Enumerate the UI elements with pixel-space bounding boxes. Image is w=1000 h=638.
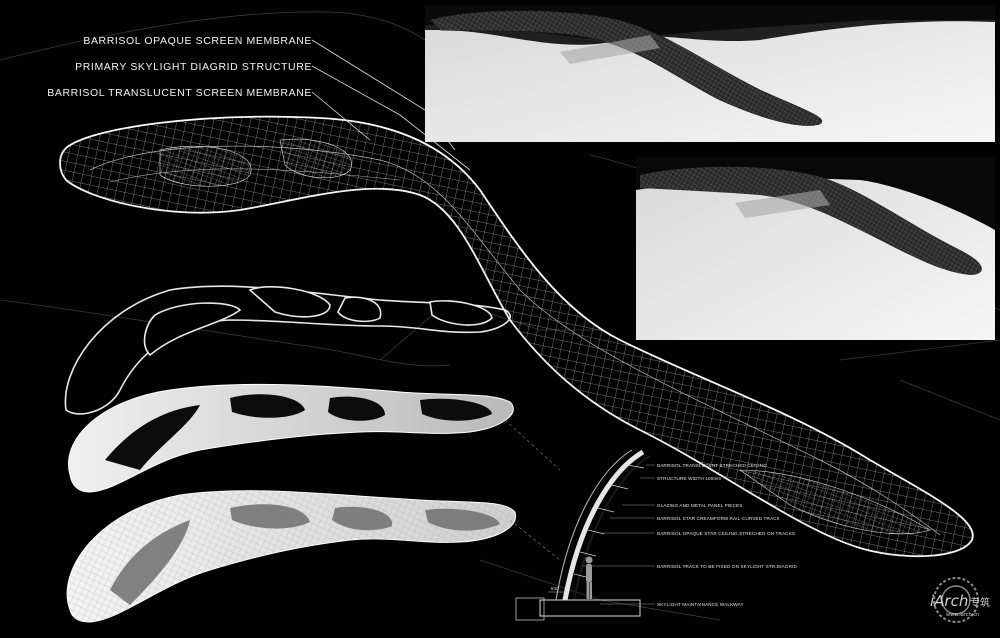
model-photo-top — [425, 5, 995, 142]
section-detail: BARRISOL TRANSLUCENT STRECHED CEILING ST… — [515, 449, 798, 621]
section-label-opaque-ceiling: BARRISOL OPAQUE STAR CEILING STRECHED ON… — [657, 531, 795, 536]
section-label-curved-track: BARRISOL STAR CREAMFORM RAIL-CURVED TRAC… — [657, 516, 781, 521]
watermark-brand: iArch — [930, 592, 968, 610]
watermark-logo: iArch 专筑 www.iarch.cn — [930, 577, 990, 623]
model-photo-middle — [636, 157, 995, 340]
label-diagrid-structure: PRIMARY SKYLIGHT DIAGRID STRUCTURE — [75, 61, 312, 73]
label-opaque-membrane: BARRISOL OPAQUE SCREEN MEMBRANE — [83, 35, 312, 47]
section-label-translucent-ceiling: BARRISOL TRANSLUCENT STRECHED CEILING — [657, 463, 767, 468]
label-translucent-membrane: BARRISOL TRANSLUCENT SCREEN MEMBRANE — [47, 87, 312, 99]
watermark-url: www.iarch.cn — [946, 612, 979, 618]
section-label-walkway: SKYLIGHT MAINTAINANCE WALKWAY — [657, 602, 744, 607]
section-label-track-fixing: BARRISOL TRACK TO BE FIXED ON SKYLIGHT S… — [657, 564, 798, 569]
skylight-wireframe — [59, 115, 974, 558]
exploded-layer-middle — [68, 383, 514, 493]
main-labels: BARRISOL OPAQUE SCREEN MEMBRANE PRIMARY … — [47, 35, 312, 99]
human-figure — [585, 556, 593, 599]
section-label-glazing: GLAZING AND METAL PANEL PIECES — [657, 503, 742, 508]
watermark-cn: 专筑 — [970, 596, 990, 609]
section-dimension: 810 — [551, 586, 559, 591]
exploded-layer-bottom — [66, 490, 517, 623]
exploded-dashed-connectors — [504, 419, 561, 561]
section-label-structure-width: STRUCTURE WIDTH 100mm — [657, 476, 721, 481]
exploded-layer-top — [64, 285, 512, 415]
